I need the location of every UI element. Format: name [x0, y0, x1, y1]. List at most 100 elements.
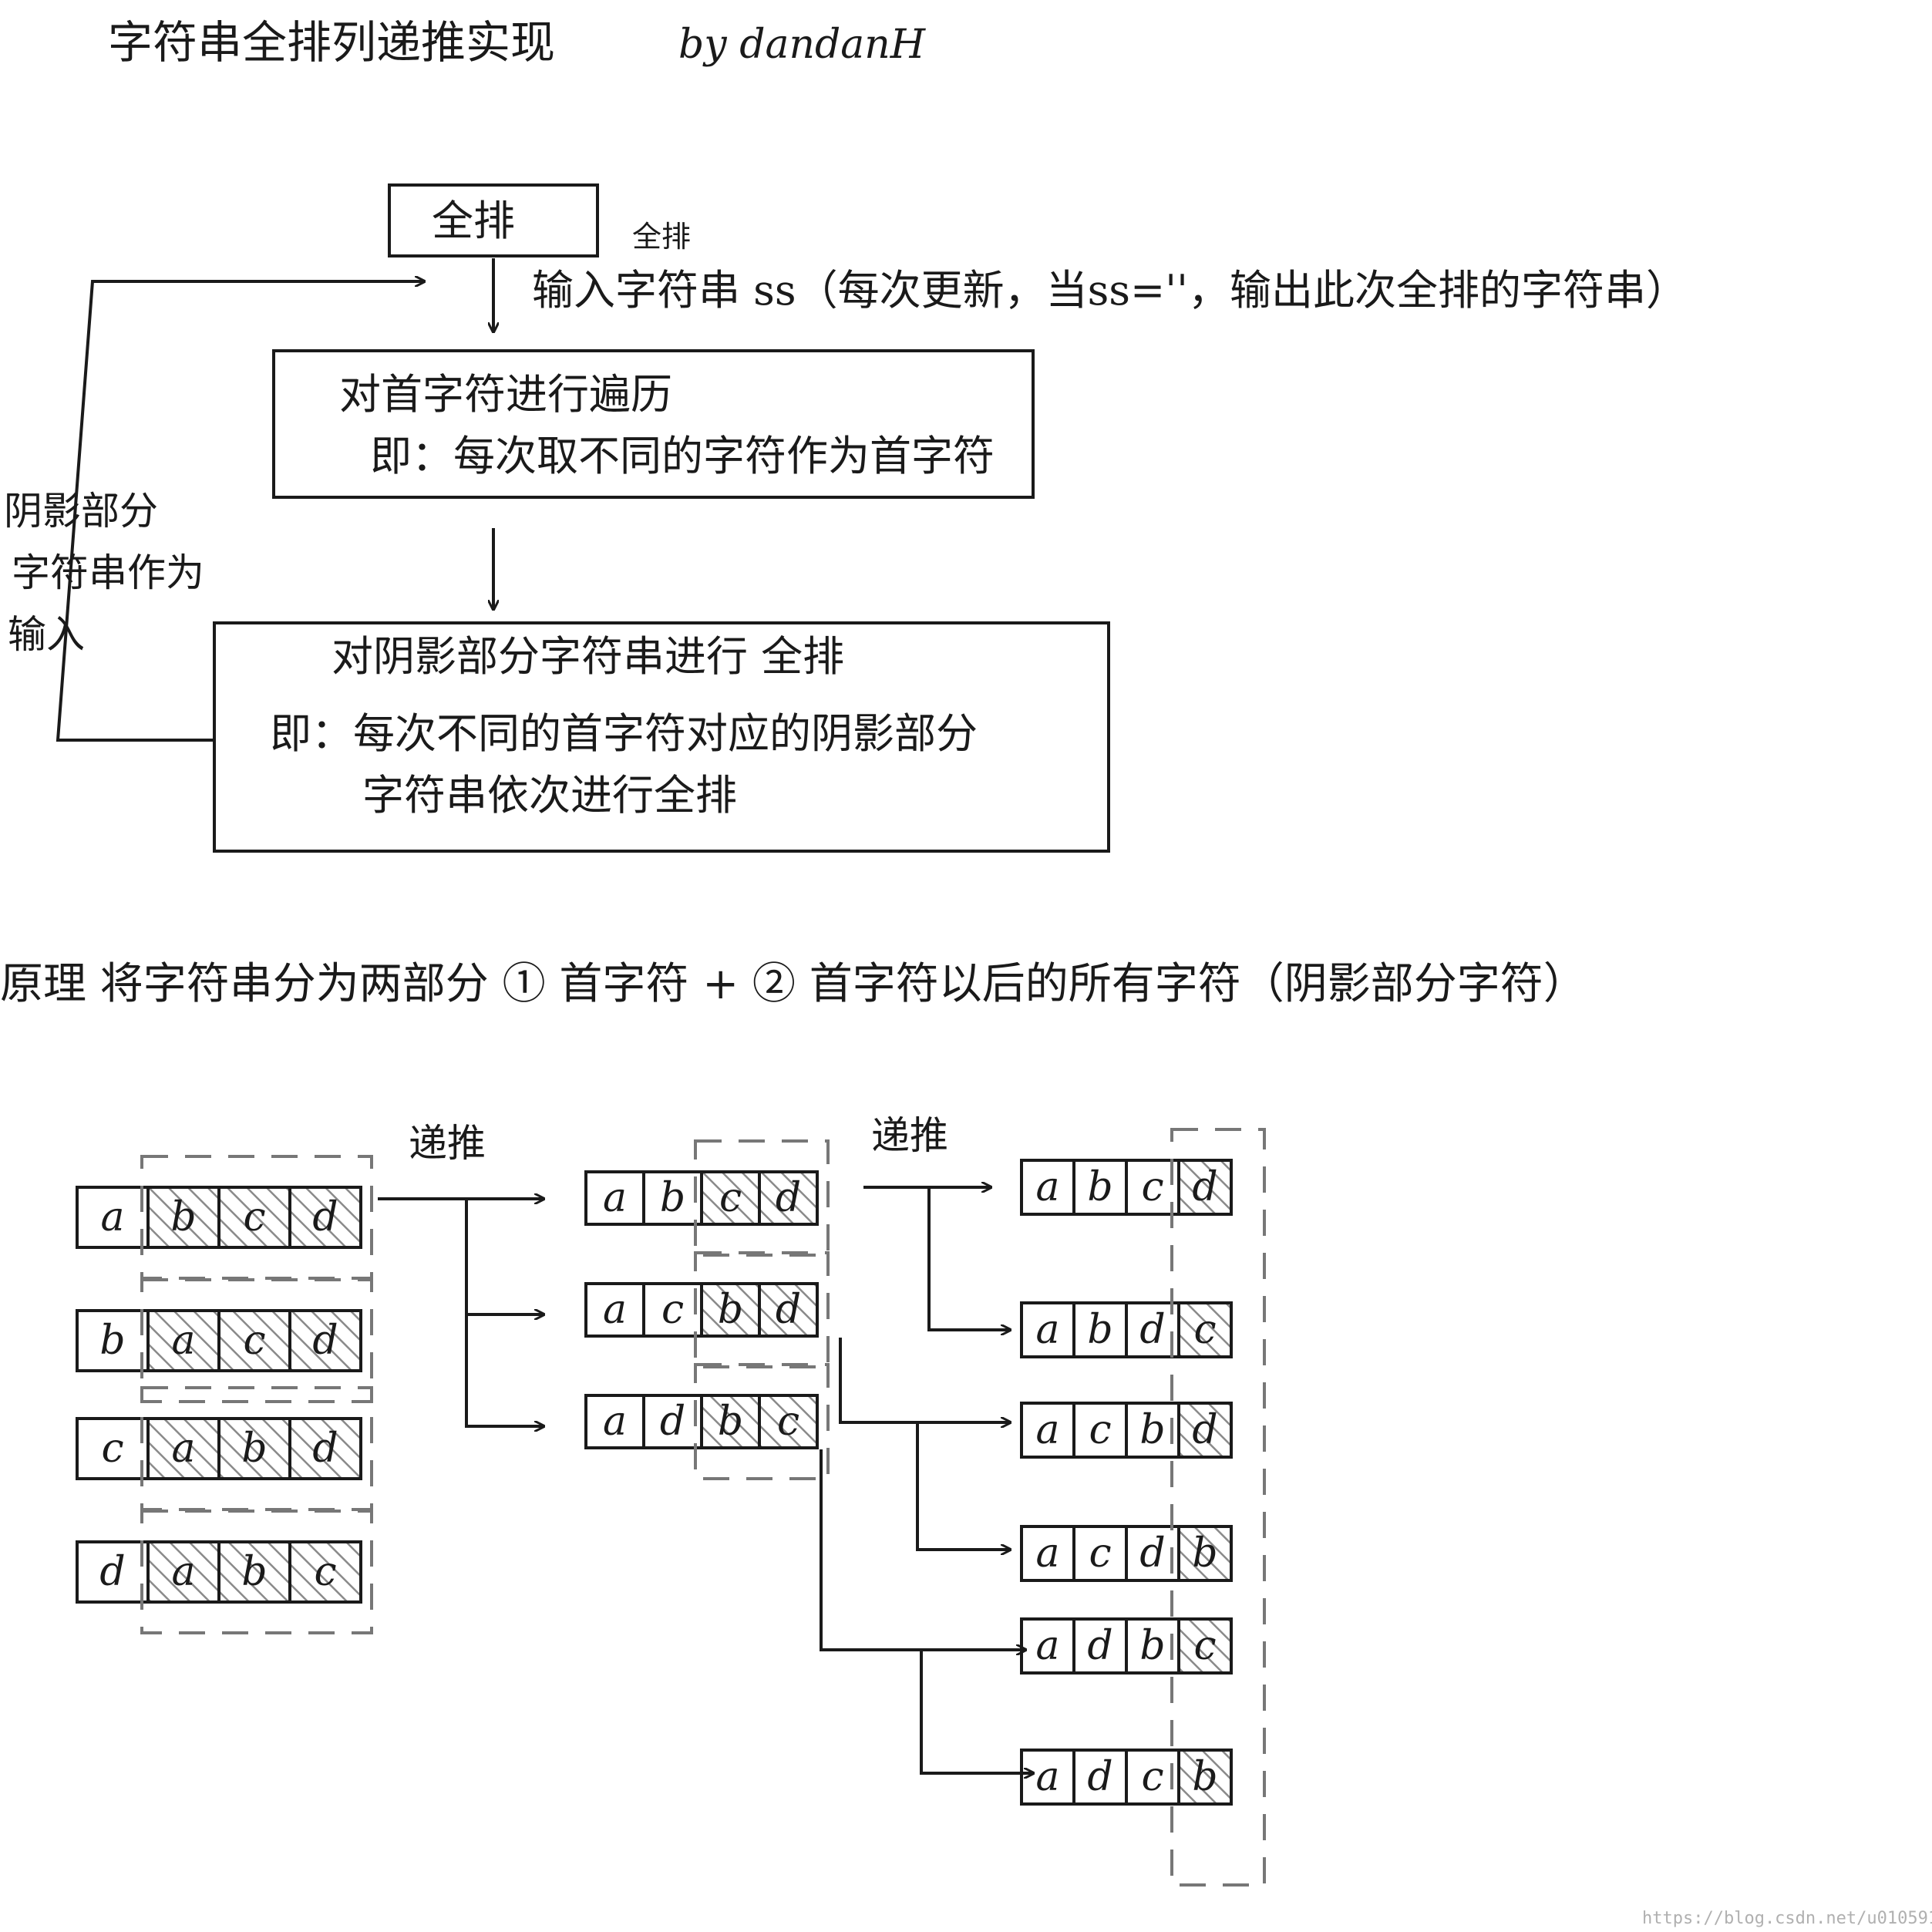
recursion-label-2: 递推	[871, 1113, 948, 1158]
shaded-cell	[702, 1172, 759, 1224]
cell-letter: a	[171, 1425, 195, 1472]
shaded-cell	[759, 1395, 817, 1448]
page-title: 字符串全排列递推实现	[108, 16, 555, 69]
shaded-cell	[1179, 1303, 1231, 1357]
cell-letter: b	[170, 1194, 196, 1240]
cell-letter: b	[1139, 1407, 1165, 1453]
shaded-cell	[148, 1419, 219, 1479]
loop-label-1: 阴影部分	[4, 489, 158, 533]
cell-letter: c	[243, 1194, 265, 1240]
cell-letter: a	[100, 1194, 124, 1240]
cell-border	[1177, 1525, 1233, 1582]
cell-letter: b	[718, 1399, 743, 1445]
cell-letter: a	[1035, 1164, 1059, 1210]
cell-letter: c	[243, 1318, 265, 1364]
shadow-region-outline	[694, 1139, 830, 1257]
traverse-box	[272, 349, 1035, 499]
cell-letter: b	[1192, 1754, 1217, 1800]
cell-letter: b	[1192, 1530, 1217, 1577]
cell-letter: c	[1193, 1307, 1216, 1353]
shaded-cell	[219, 1187, 290, 1247]
cell-letter: b	[1087, 1164, 1112, 1210]
cell-border	[1177, 1402, 1233, 1459]
shaded-cell	[290, 1542, 361, 1602]
col1-branch-2	[465, 1199, 544, 1314]
loop-label-3: 输入	[8, 612, 85, 657]
cell-letter: d	[776, 1175, 801, 1221]
cell-letter: b	[660, 1175, 685, 1221]
shaded-cell	[290, 1187, 361, 1247]
cell-letter: c	[661, 1287, 684, 1333]
cell-letter: c	[719, 1175, 742, 1221]
shaded-cell	[1179, 1526, 1231, 1580]
cell-letter: a	[1035, 1530, 1059, 1577]
shaded-cell	[290, 1311, 361, 1371]
cell-border	[1177, 1301, 1233, 1358]
start-label: 全排	[432, 197, 515, 245]
cell-letter: b	[241, 1425, 267, 1472]
cell-letter: a	[171, 1318, 195, 1364]
cell-letter: a	[1035, 1754, 1059, 1800]
permute-box	[213, 621, 1110, 853]
principle-text: 原理 将字符串分为两部分 ① 首字符 + ② 首字符以后的所有字符（阴影部分字符…	[0, 959, 1587, 1009]
permute-line-1: 对阴影部分字符串进行 全排	[332, 632, 844, 681]
col1-branch-3	[465, 1314, 544, 1426]
cell-letter: d	[1139, 1307, 1165, 1353]
col2-row1-branch	[927, 1187, 1010, 1330]
cell-letter: b	[99, 1318, 125, 1364]
shaded-cell	[219, 1311, 290, 1371]
author-label: by dandanH	[678, 22, 927, 68]
cell-letter: d	[1192, 1407, 1217, 1453]
cell-border	[758, 1170, 819, 1226]
cell-border	[758, 1282, 819, 1338]
shaded-cell	[148, 1311, 219, 1371]
cell-border	[288, 1417, 362, 1480]
traverse-line-2: 即：每次取不同的字符作为首字符	[370, 432, 995, 480]
col2-row2-to-col3	[839, 1338, 1010, 1422]
shaded-cell	[1179, 1403, 1231, 1457]
cell-letter: d	[660, 1399, 685, 1445]
traverse-line-1: 对首字符进行遍历	[339, 370, 672, 419]
cell-letter: d	[1139, 1530, 1165, 1577]
shaded-cell	[759, 1284, 817, 1336]
cell-letter: c	[1089, 1407, 1111, 1453]
loop-back-arrow	[56, 281, 424, 742]
shaded-cell	[759, 1172, 817, 1224]
cell-letter: a	[1035, 1623, 1059, 1669]
cell-letter: b	[718, 1287, 743, 1333]
permute-line-3: 字符串依次进行全排	[362, 771, 737, 820]
cell-border	[288, 1186, 362, 1249]
shadow-region-outline	[694, 1363, 830, 1480]
cell-letter: d	[1192, 1164, 1217, 1210]
recursion-label-1: 递推	[409, 1121, 486, 1166]
input-text: 输入字符串 ss（每次更新，当ss=''，输出此次全排的字符串）	[532, 266, 1688, 315]
permute-line-2: 即：每次不同的首字符对应的阴影部分	[270, 709, 978, 758]
cell-letter: c	[1141, 1164, 1163, 1210]
cell-letter: b	[1087, 1307, 1112, 1353]
shaded-cell	[1179, 1160, 1231, 1214]
col2-row2-branch	[916, 1422, 1010, 1550]
col2-row3-to-col3	[820, 1449, 1025, 1650]
cell-border	[758, 1394, 819, 1449]
col3-shadow-band	[1170, 1128, 1266, 1887]
start-box	[388, 183, 599, 257]
cell-letter: a	[1035, 1307, 1059, 1353]
cell-letter: d	[99, 1549, 125, 1595]
shaded-cell	[702, 1284, 759, 1336]
shadow-region-outline	[694, 1251, 830, 1368]
small-label: 全排	[632, 220, 691, 254]
cell-letter: c	[314, 1549, 336, 1595]
shaded-cell	[1179, 1619, 1231, 1673]
cell-letter: a	[603, 1175, 627, 1221]
